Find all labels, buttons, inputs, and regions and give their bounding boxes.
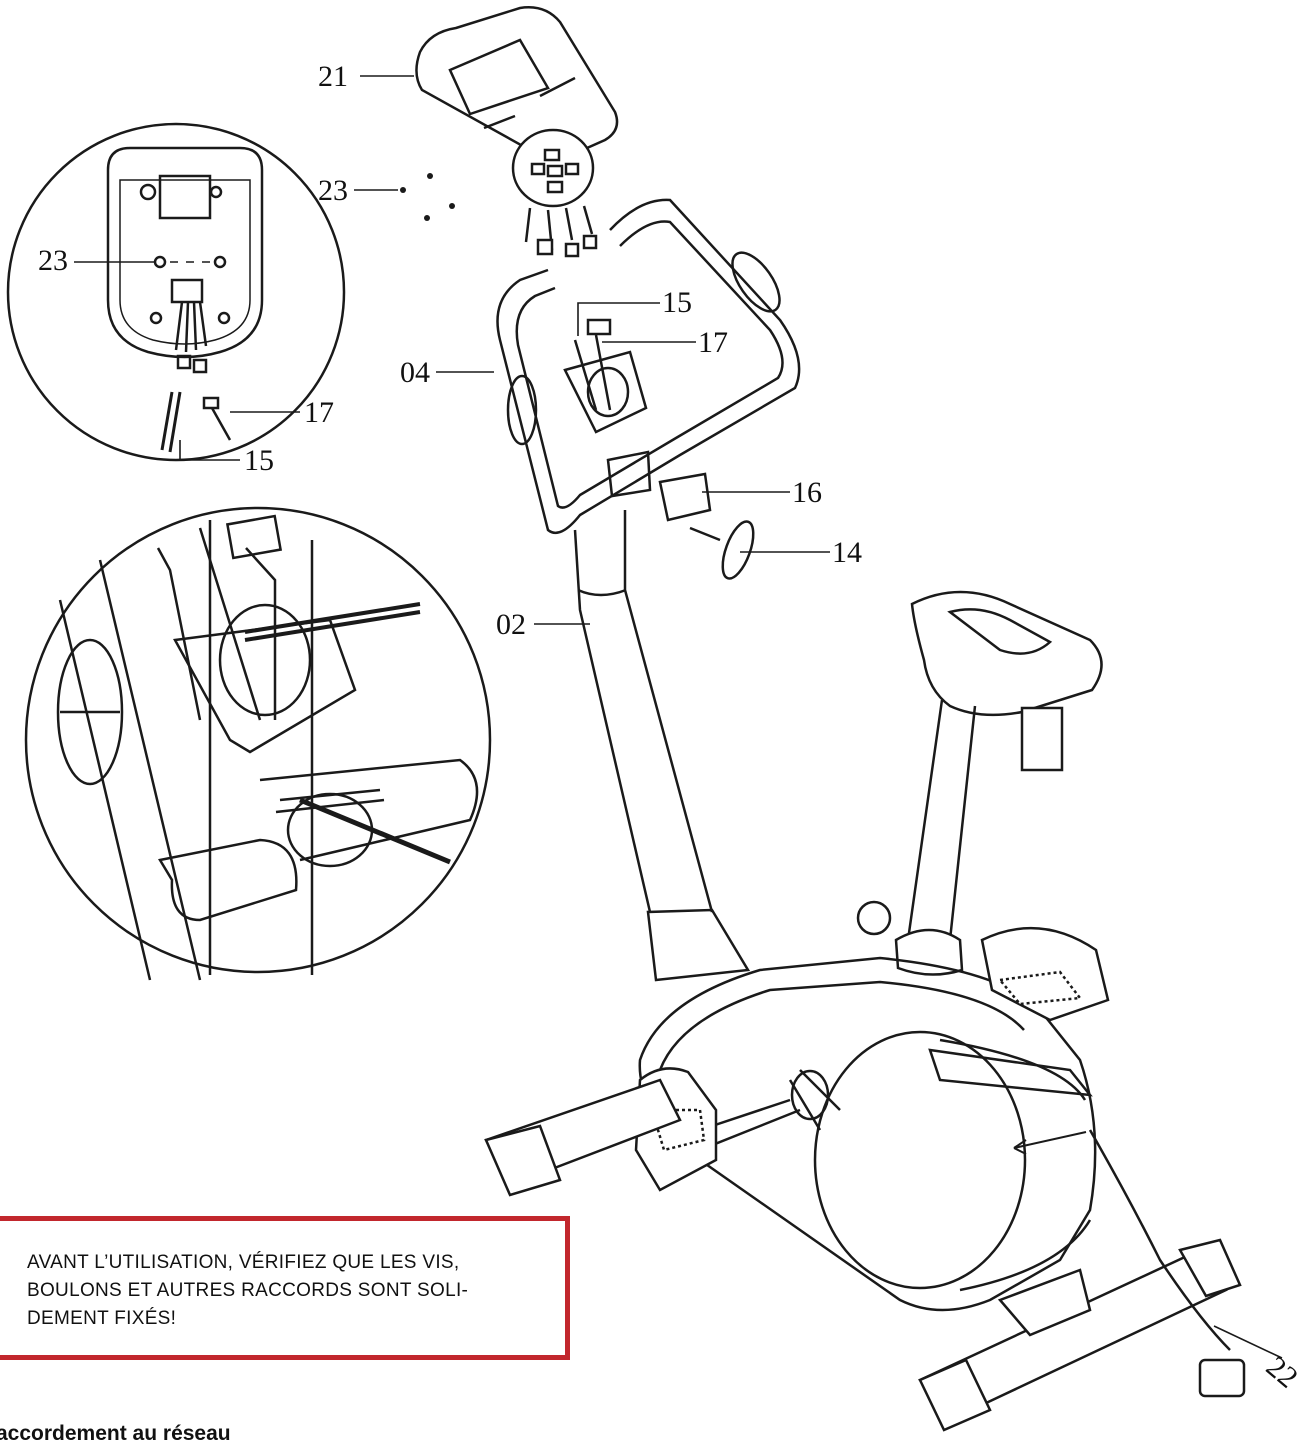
label-16: 16 — [792, 476, 822, 509]
warning-line-3: DEMENT FIXÉS! — [27, 1308, 177, 1329]
label-17-main: 17 — [698, 326, 728, 359]
console-screws — [400, 173, 455, 221]
power-cable — [1013, 1129, 1246, 1398]
seat-assembly — [856, 590, 1103, 976]
rear-stabilizer — [918, 1238, 1242, 1432]
console-unit — [415, 6, 619, 258]
label-14: 14 — [832, 536, 862, 569]
label-23-main: 23 — [318, 174, 348, 207]
label-23-inset: 23 — [38, 244, 68, 277]
inset-cable-routing — [24, 506, 492, 981]
section-heading: accordement au réseau — [0, 1422, 231, 1445]
label-17-inset: 17 — [304, 396, 334, 429]
label-02: 02 — [496, 608, 526, 641]
label-15-inset: 15 — [244, 444, 274, 477]
part-labels: 21 23 23 15 17 04 17 15 16 14 02 22 — [38, 60, 1304, 1395]
pedals — [634, 926, 1110, 1192]
leader-lines — [74, 75, 1283, 1359]
label-21: 21 — [318, 60, 348, 93]
handlebar-frame — [496, 198, 801, 535]
label-15-main: 15 — [662, 286, 692, 319]
warning-line-2: BOULONS ET AUTRES RACCORDS SONT SOLI- — [27, 1280, 469, 1301]
clamp-and-knob — [658, 472, 755, 580]
main-mast — [573, 510, 751, 982]
front-stabilizer — [484, 1078, 682, 1197]
label-22: 22 — [1260, 1350, 1304, 1395]
label-04: 04 — [400, 356, 430, 389]
warning-box: AVANT L’UTILISATION, VÉRIFIEZ QUE LES VI… — [0, 1216, 570, 1360]
inset-console-back — [6, 122, 346, 462]
warning-line-1: AVANT L’UTILISATION, VÉRIFIEZ QUE LES VI… — [27, 1252, 460, 1273]
